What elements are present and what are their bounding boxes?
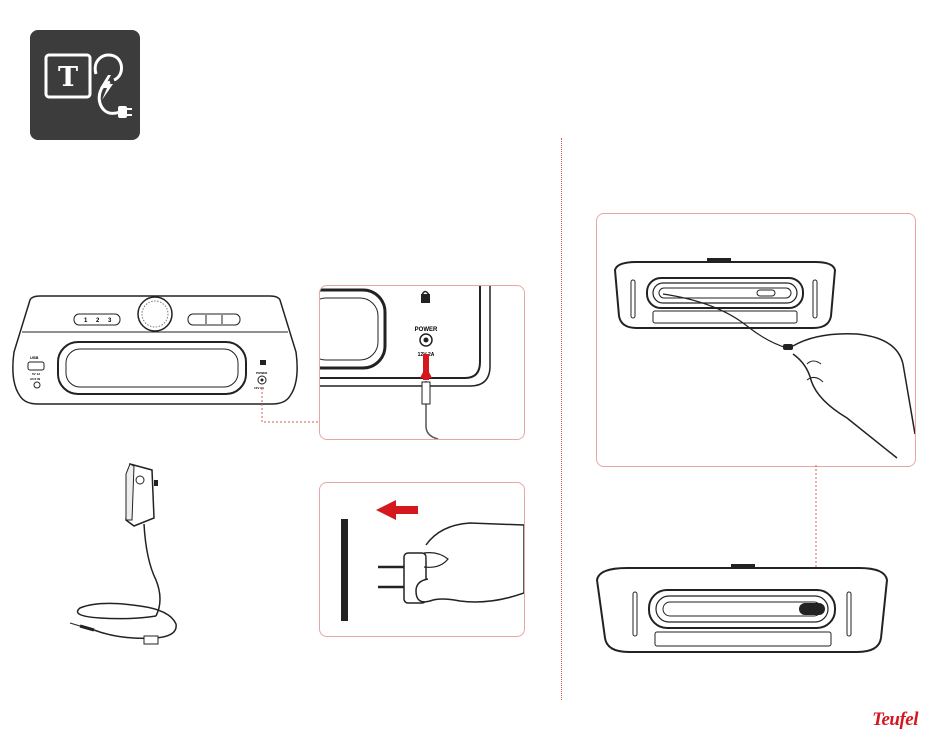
badge-letter: T: [58, 62, 78, 93]
svg-text:5V 1A: 5V 1A: [32, 372, 41, 376]
power-connect-badge: T: [30, 30, 140, 140]
device-underside-routed: [593, 558, 893, 658]
power-socket-closeup-illustration: POWER 12V 2A: [320, 286, 524, 439]
cable-routing-illustration: [597, 214, 915, 466]
section-divider: [561, 138, 562, 700]
callout-connector: [256, 388, 326, 428]
power-socket-closeup-panel: POWER 12V 2A: [319, 285, 525, 440]
insert-arrow: [423, 354, 429, 380]
svg-text:AUX IN: AUX IN: [30, 377, 40, 381]
power-adapter-illustration: [60, 460, 200, 660]
svg-text:USB: USB: [30, 355, 39, 360]
cable-routing-panel: [596, 213, 916, 467]
svg-text:POWER: POWER: [256, 371, 268, 375]
unplug-illustration: [320, 483, 524, 636]
teufel-power-connect-icon: T: [30, 30, 140, 140]
unplug-panel: [319, 482, 525, 637]
teufel-logo: Teufel: [872, 709, 918, 731]
power-label: POWER: [415, 327, 438, 333]
unplug-arrow: [376, 500, 418, 520]
